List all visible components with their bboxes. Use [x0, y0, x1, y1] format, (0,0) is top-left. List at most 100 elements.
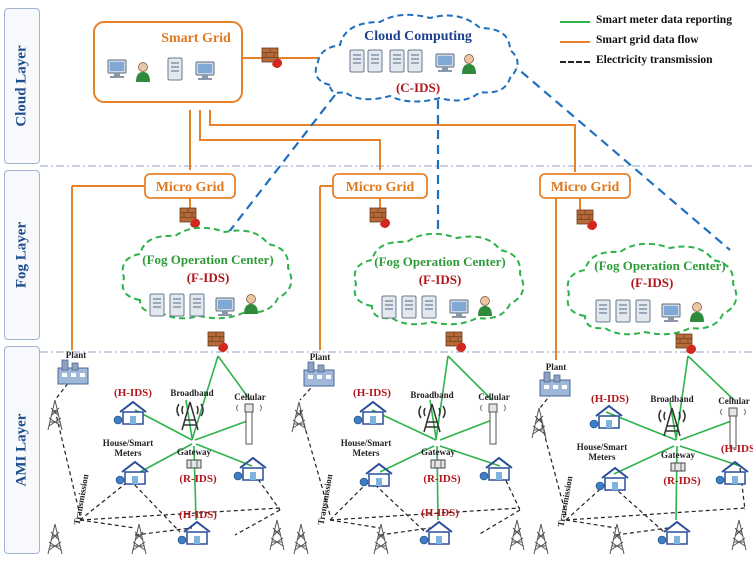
server-icon: [349, 49, 365, 73]
legend-label: Smart grid data flow: [596, 34, 699, 46]
server-icon: [615, 299, 631, 323]
cloud-layer-tab: Cloud Layer: [4, 8, 40, 164]
server-icon: [381, 295, 397, 319]
svg-text:(R-IDS): (R-IDS): [179, 473, 217, 485]
firewall-icon: [369, 207, 391, 229]
svg-text:(H-IDS): (H-IDS): [421, 507, 459, 519]
transmission-links: [54, 377, 281, 536]
svg-text:(H-IDS): (H-IDS): [114, 387, 152, 399]
house-icon: [715, 461, 749, 485]
micro-grid-box: Micro Grid: [144, 173, 236, 199]
server-icon: [149, 293, 165, 317]
smart-grid-title: Smart Grid: [161, 31, 231, 46]
server-icon: [595, 299, 611, 323]
ami-section: Plant (H-IDS) House/Smart Meters Broadba…: [531, 355, 753, 555]
transmission-tower-icon: [373, 523, 389, 555]
gateway-icon: [430, 459, 446, 469]
svg-text:(H-IDS): (H-IDS): [179, 509, 217, 521]
house-icon: [657, 521, 691, 545]
svg-text:(F-IDS): (F-IDS): [187, 270, 230, 285]
transmission-links: [539, 387, 746, 536]
svg-text:(H-IDS): (H-IDS): [353, 387, 391, 399]
svg-text:(R-IDS): (R-IDS): [663, 475, 701, 487]
svg-text:Micro Grid: Micro Grid: [156, 180, 225, 195]
svg-text:Cellular: Cellular: [234, 392, 266, 402]
svg-text:House/Smart: House/Smart: [103, 438, 154, 448]
cellular-tower-icon: [720, 407, 746, 449]
transmission-tower-icon: [131, 523, 147, 555]
cloud-computing-cloud: Cloud Computing (C-IDS): [314, 13, 519, 103]
house-icon: [589, 405, 623, 429]
server-icon: [401, 295, 417, 319]
server-icon: [189, 293, 205, 317]
firewall-icon: [179, 207, 201, 229]
svg-text:(F-IDS): (F-IDS): [631, 275, 674, 290]
svg-text:Plant: Plant: [546, 362, 567, 372]
house-icon: [353, 401, 387, 425]
svg-text:Micro Grid: Micro Grid: [346, 180, 415, 195]
transmission-tower-icon: [731, 519, 747, 551]
svg-text:Meters: Meters: [115, 448, 142, 458]
firewall-icon: [445, 331, 467, 353]
svg-text:(Fog Operation Center): (Fog Operation Center): [142, 252, 273, 267]
legend-line-dashed: [560, 61, 590, 63]
svg-text:Plant: Plant: [310, 352, 331, 362]
house-icon: [359, 463, 393, 487]
ami-section: Plant (H-IDS) House/Smart Meters Broadba…: [47, 350, 285, 555]
house-icon: [115, 461, 149, 485]
ami-section: Plant (H-IDS) House/Smart Meters Broadba…: [291, 352, 525, 555]
svg-text:(R-IDS): (R-IDS): [423, 473, 461, 485]
smart-grid-box: Smart Grid: [93, 21, 243, 103]
svg-text:Gateway: Gateway: [177, 447, 211, 457]
svg-text:(Fog Operation Center): (Fog Operation Center): [374, 254, 505, 269]
smart-meter-links: [605, 355, 741, 521]
cloud-computing-title: Cloud Computing: [364, 29, 472, 44]
svg-text:Transmission: Transmission: [72, 473, 91, 525]
transmission-tower-icon: [609, 523, 625, 555]
server-icon: [367, 49, 383, 73]
svg-text:Transmission: Transmission: [556, 475, 575, 527]
transmission-tower-icon: [509, 519, 525, 551]
svg-text:Broadband: Broadband: [650, 394, 693, 404]
svg-text:Cellular: Cellular: [718, 396, 750, 406]
firewall-icon: [576, 209, 598, 231]
micro-grid-box: Micro Grid: [332, 173, 428, 199]
fog-operation-center-cloud: (Fog Operation Center) (F-IDS): [566, 242, 738, 336]
legend-label: Electricity transmission: [596, 54, 713, 66]
svg-text:(H-IDS: (H-IDS: [721, 443, 753, 455]
transmission-tower-icon: [533, 523, 549, 555]
server-icon: [167, 57, 183, 81]
firewall-icon: [675, 333, 697, 355]
fog-layer-tab: Fog Layer: [4, 170, 40, 340]
legend-line-orange: [560, 41, 590, 43]
transmission-tower-icon: [47, 399, 63, 431]
ami-layer-tab: AMI Layer: [4, 346, 40, 554]
server-icon: [169, 293, 185, 317]
cids-label: (C-IDS): [396, 80, 440, 95]
svg-text:Micro Grid: Micro Grid: [551, 180, 620, 195]
plant-icon: [57, 359, 89, 385]
firewall-icon: [207, 331, 229, 353]
svg-text:Plant: Plant: [66, 350, 87, 360]
svg-text:(H-IDS): (H-IDS): [591, 393, 629, 405]
transmission-tower-icon: [47, 523, 63, 555]
plant-icon: [303, 361, 335, 387]
micro-grid-box: Micro Grid: [539, 173, 631, 199]
legend-label: Smart meter data reporting: [596, 14, 732, 26]
cellular-tower-icon: [480, 403, 506, 445]
svg-text:Cellular: Cellular: [478, 392, 510, 402]
server-icon: [635, 299, 651, 323]
svg-text:House/Smart: House/Smart: [341, 438, 392, 448]
plant-icon: [539, 371, 571, 397]
smart-grid-data-flow: [71, 57, 581, 360]
house-icon: [177, 521, 211, 545]
house-icon: [595, 467, 629, 491]
house-icon: [113, 401, 147, 425]
transmission-tower-icon: [269, 519, 285, 551]
svg-text:Gateway: Gateway: [661, 450, 695, 460]
server-icon: [421, 295, 437, 319]
house-icon: [419, 521, 453, 545]
transmission-tower-icon: [291, 401, 307, 433]
svg-text:(F-IDS): (F-IDS): [419, 272, 462, 287]
